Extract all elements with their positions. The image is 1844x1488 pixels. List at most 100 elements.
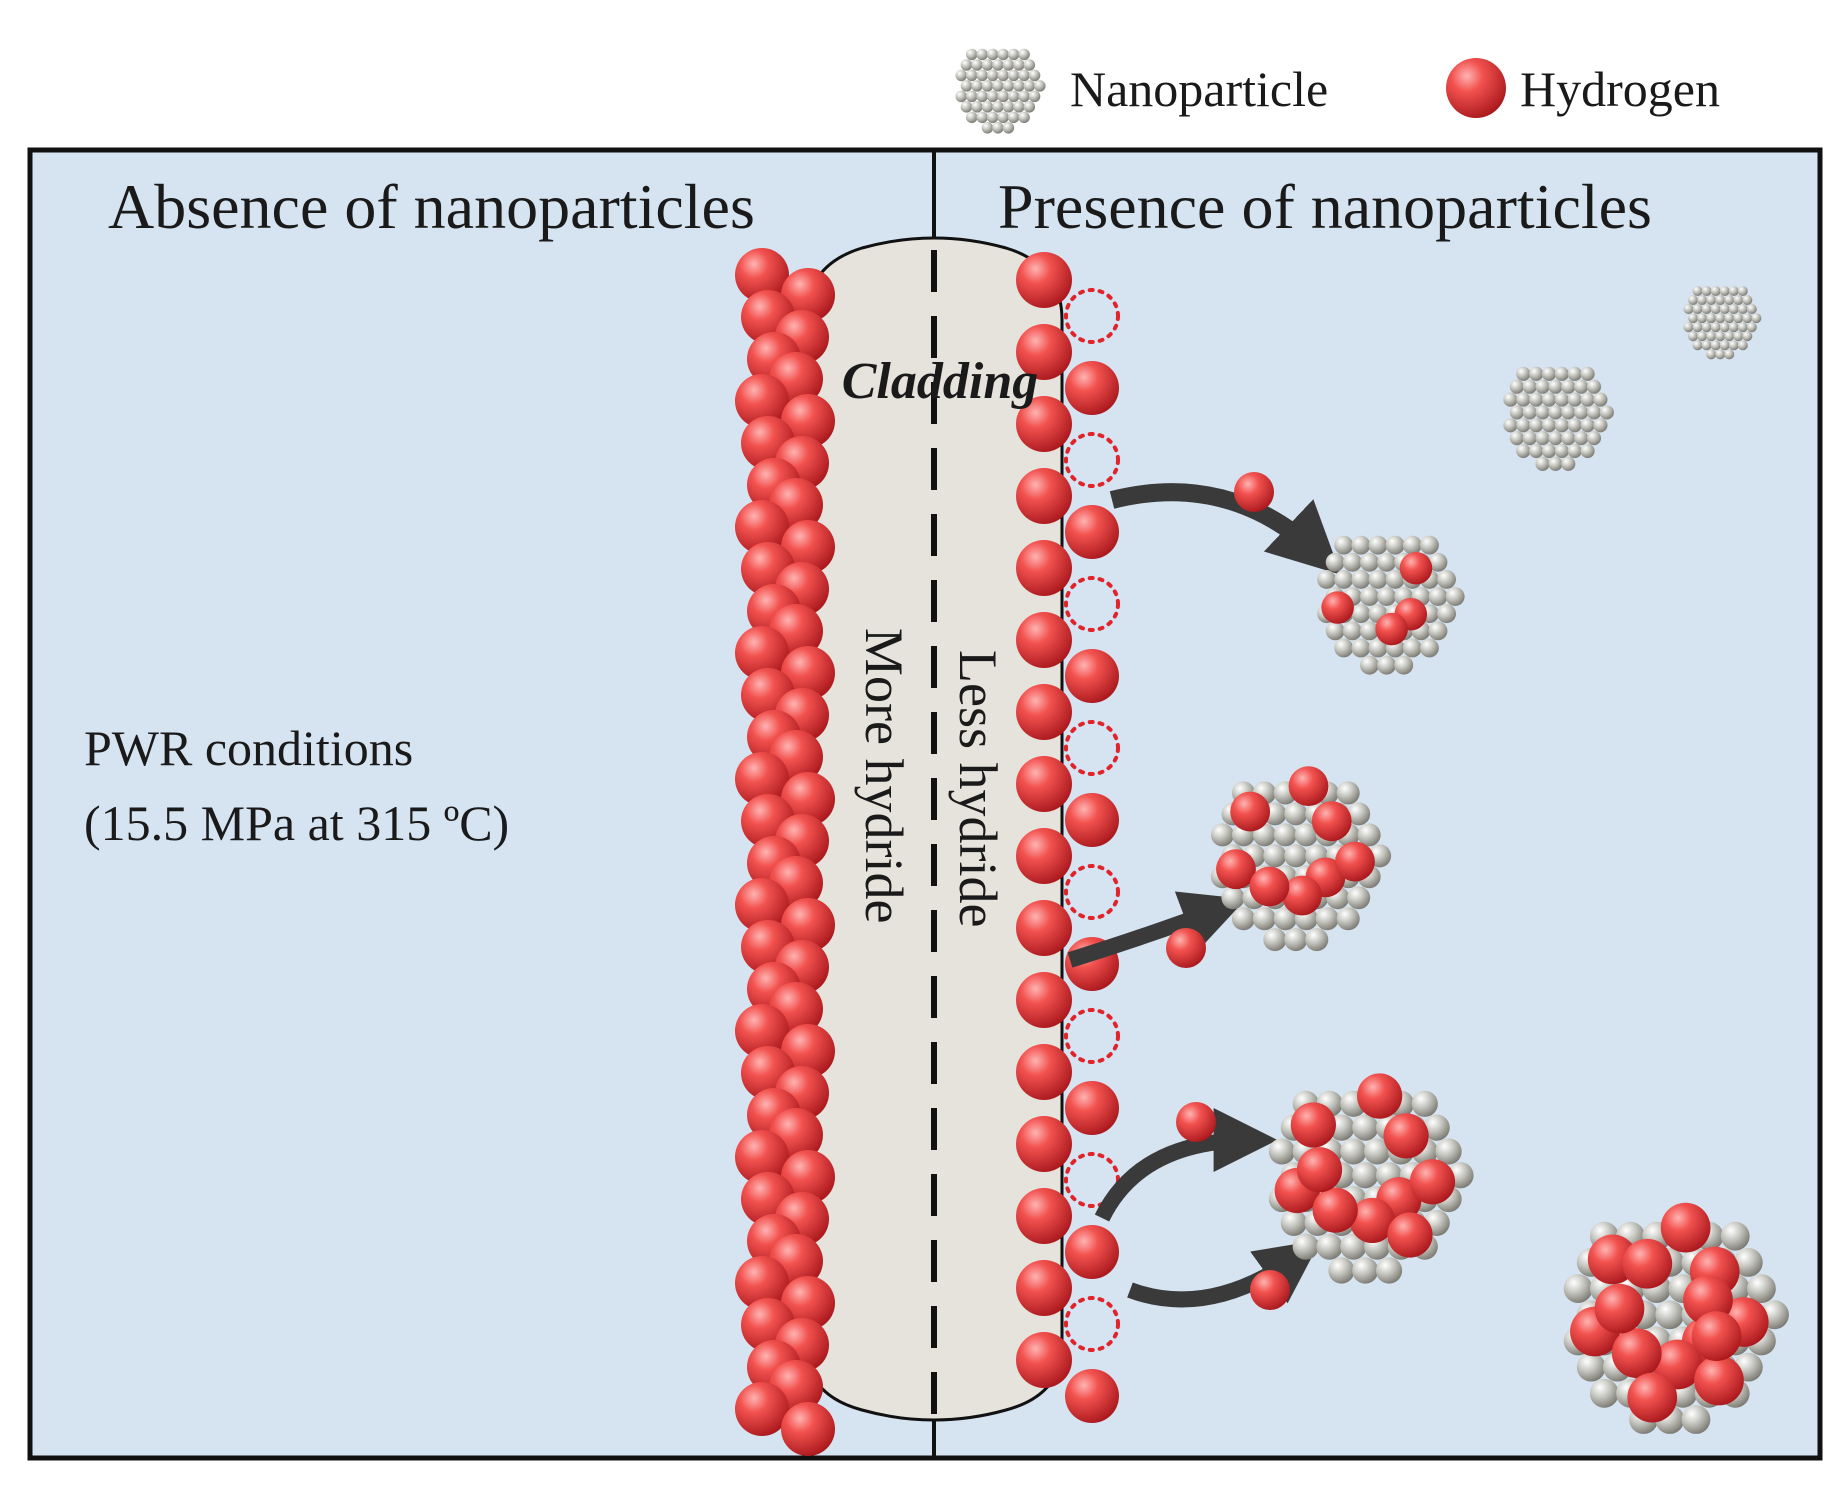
nanoparticle-atom	[1737, 286, 1748, 297]
hydrogen-atom	[781, 1024, 835, 1078]
nanoparticle-atom	[1742, 331, 1753, 342]
adsorbed-hydrogen	[1288, 766, 1329, 807]
nanoparticle-atom	[992, 80, 1004, 92]
nanoparticle-atom	[976, 48, 988, 61]
nanoparticle-atom	[1013, 80, 1025, 92]
nanoparticle-atom	[1541, 443, 1557, 459]
arrow-1	[1109, 483, 1341, 575]
migrating-hydrogen-atoms	[1166, 472, 1290, 1310]
hydrogen-atom	[1065, 649, 1119, 703]
hydrogen-atom	[1016, 972, 1072, 1028]
nanoparticle-atom	[1586, 379, 1602, 394]
nanoparticle-atom	[965, 69, 978, 82]
nanoparticle-atom	[1719, 340, 1730, 351]
nanoparticle-atom	[1701, 340, 1712, 351]
nanoparticle-atom	[981, 101, 994, 113]
nanoparticle-atom	[1733, 1247, 1763, 1277]
nanoparticle-atom	[1002, 122, 1015, 134]
nanoparticle-atom	[1733, 295, 1744, 306]
nanoparticle-atom	[1586, 431, 1602, 446]
nanoparticle-atom	[1018, 69, 1030, 82]
nanoparticle-atom	[1385, 535, 1405, 555]
adsorbed-hydrogen	[1375, 612, 1408, 646]
nanoparticle-small-2	[1503, 366, 1614, 471]
nanoparticle-atom	[1574, 379, 1589, 394]
nanoparticle-atom	[1445, 587, 1465, 606]
nanoparticle-atom	[1580, 443, 1595, 459]
nanoparticle-atom	[1028, 90, 1041, 103]
hydrogen-atom	[735, 500, 789, 554]
vacant-site-marker	[1064, 720, 1120, 776]
nanoparticle-atom	[1535, 405, 1550, 420]
nanoparticle-atom	[1561, 379, 1576, 394]
nanoparticle-atom	[1360, 621, 1379, 641]
hydrogen-atom	[735, 1004, 789, 1058]
adsorbed-hydrogen	[1216, 849, 1256, 890]
nanoparticle-atom	[1742, 313, 1753, 324]
hydrogen-atom	[1016, 612, 1072, 668]
nanoparticle-atom	[992, 101, 1004, 113]
nanoparticle-atom	[1728, 322, 1739, 333]
nanoparticle-atom	[1364, 1138, 1391, 1165]
nanoparticle-atom	[1683, 304, 1694, 315]
nanoparticle-atom	[1529, 418, 1544, 433]
left-panel-title: Absence of nanoparticles	[108, 171, 755, 242]
nanoparticle-atom	[1561, 431, 1576, 446]
nanoparticle-atom	[1561, 456, 1576, 471]
right-panel-title: Presence of nanoparticles	[998, 171, 1652, 242]
vacant-site-marker	[1064, 576, 1120, 632]
nanoparticle-atom	[1334, 535, 1354, 555]
nanoparticle-atom	[1018, 48, 1030, 61]
hydrogen-atom	[781, 898, 835, 952]
nanoparticle-atom	[960, 101, 973, 113]
nanoparticle-atom	[1509, 405, 1524, 420]
nanoparticle-atom	[1688, 313, 1699, 324]
vacant-site-marker	[1064, 288, 1120, 344]
nanoparticle-atom	[1002, 101, 1015, 113]
hydrogen-atom	[1234, 472, 1274, 512]
nanoparticle-atom	[1719, 286, 1730, 297]
nanoparticle-atom	[1719, 322, 1730, 333]
nanoparticle-atom	[1402, 535, 1422, 555]
adsorbed-hydrogen	[1312, 1187, 1358, 1233]
nanoparticle-atom	[981, 122, 994, 134]
nanoparticle-4	[1563, 1202, 1789, 1434]
nanoparticle-atom	[1724, 295, 1735, 306]
adsorbed-hydrogen	[1660, 1202, 1711, 1253]
nanoparticle-atom	[1548, 431, 1563, 446]
legend-hydrogen-label: Hydrogen	[1520, 61, 1720, 117]
nanoparticle-atom	[1580, 418, 1595, 433]
arrow-3	[1094, 1108, 1278, 1222]
hydrogen-atom	[1016, 396, 1072, 452]
nanoparticle-atom	[1724, 331, 1735, 342]
nanoparticle-atom	[1509, 431, 1524, 446]
nanoparticle-atom	[1655, 1300, 1685, 1330]
nanoparticle-atom	[1018, 111, 1030, 124]
nanoparticle-atom	[997, 48, 1009, 61]
nanoparticle-atom	[1706, 313, 1717, 324]
nanoparticle-atom	[965, 111, 978, 124]
nanoparticle-atom	[1554, 392, 1569, 407]
nanoparticle-atom	[1325, 621, 1345, 641]
nanoparticle-atom	[1535, 456, 1550, 471]
adsorbed-hydrogen	[1383, 1113, 1429, 1159]
nanoparticle-atom	[1715, 331, 1726, 342]
nanoparticle-atom	[1567, 418, 1582, 433]
nanoparticle-atom	[1733, 331, 1744, 342]
nanoparticle-atom	[1535, 379, 1550, 394]
nanoparticle-atom	[971, 101, 983, 113]
vacant-site-marker	[1064, 432, 1120, 488]
nanoparticle-atom	[1737, 304, 1748, 315]
nanoparticle-atom	[1522, 431, 1537, 446]
nanoparticle-atom	[1013, 59, 1025, 71]
nanoparticle-atom	[1007, 69, 1020, 82]
nanoparticle-atom	[1007, 111, 1020, 124]
nanoparticle-atom	[1599, 405, 1614, 420]
nanoparticle-atom	[1697, 331, 1708, 342]
nanoparticle-atom	[1710, 322, 1721, 333]
nanoparticle-atom	[1377, 552, 1396, 572]
hydrogen-atom	[1176, 1102, 1216, 1142]
nanoparticle-atom	[1516, 443, 1531, 459]
hydrogen-atom	[1016, 324, 1072, 380]
